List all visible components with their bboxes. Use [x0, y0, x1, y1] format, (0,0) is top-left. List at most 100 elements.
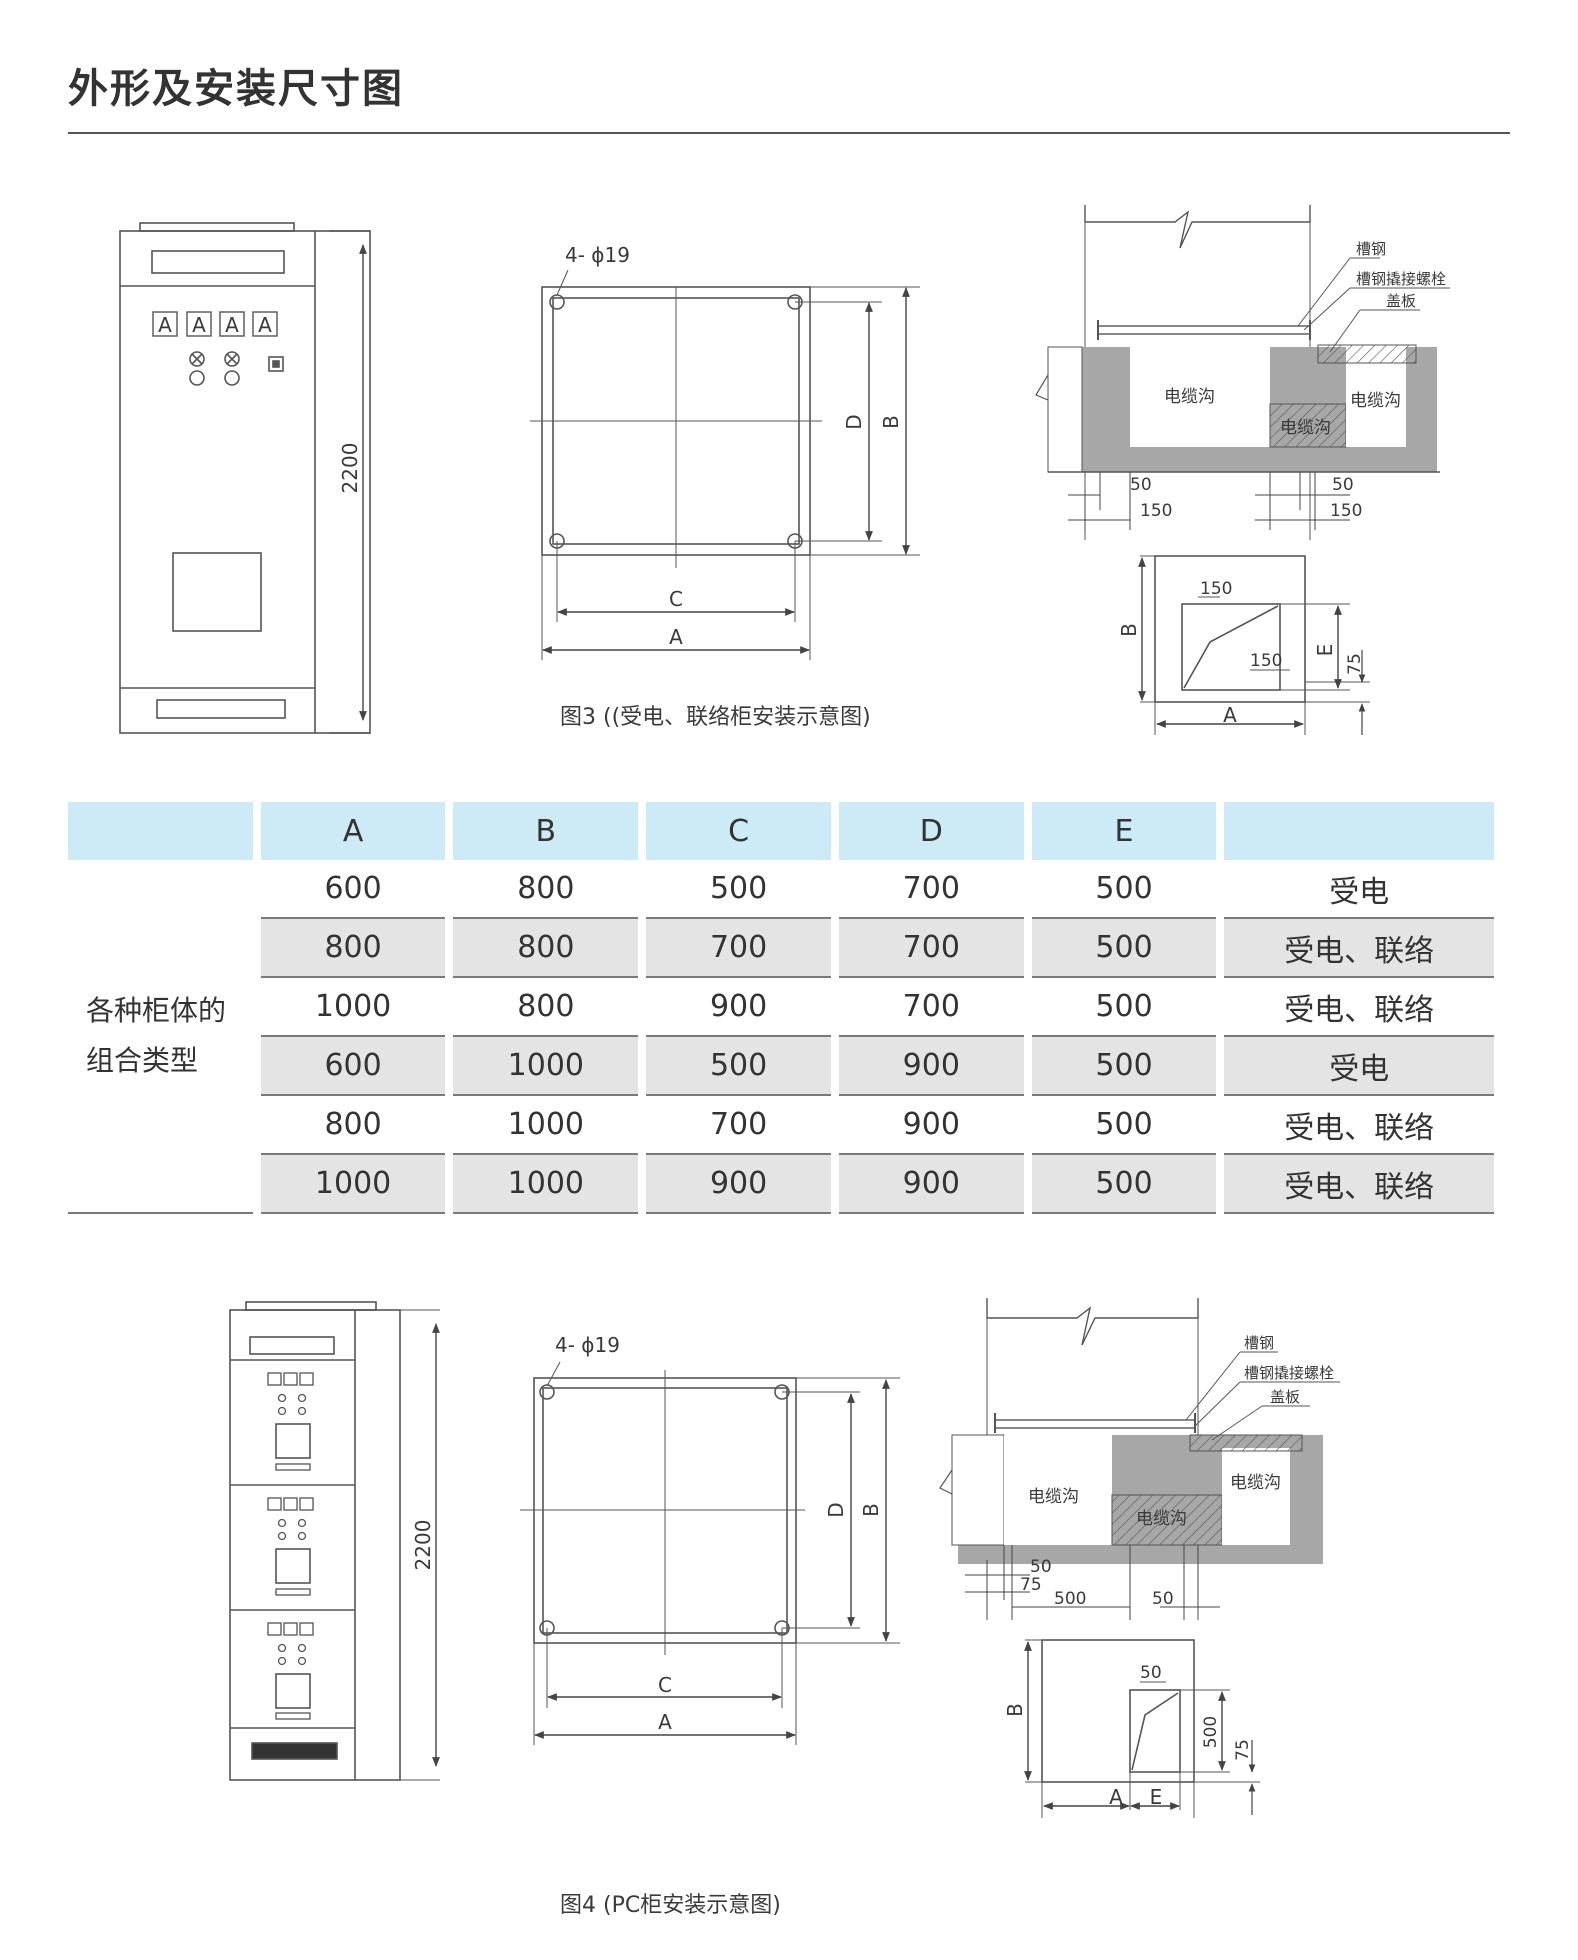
table-cell: 600: [260, 1037, 446, 1096]
opening-dim: 150: [1200, 579, 1232, 599]
pc-dim-d-label: D: [824, 1502, 848, 1517]
meter-label: A: [158, 313, 172, 337]
trench-section: [1035, 205, 1450, 540]
table-cell: 受电、联络: [1224, 1096, 1494, 1155]
table-cell: 500: [1031, 1037, 1217, 1096]
table-cell: 800: [260, 919, 446, 978]
height-label: 2200: [338, 443, 362, 494]
opening-dim: 150: [1250, 651, 1282, 671]
base-plan: [530, 269, 920, 660]
opening-b-label: B: [1117, 623, 1141, 637]
opening-dim: 75: [1345, 653, 1365, 675]
table-cell: 500: [1031, 978, 1217, 1037]
table-cell: 700: [838, 919, 1024, 978]
table-cell: 700: [646, 1096, 831, 1155]
table-cell: 受电: [1224, 1037, 1494, 1096]
pc-opening-dim: 50: [1140, 1663, 1162, 1683]
dim-c-label: C: [669, 587, 683, 611]
meter-label: A: [225, 313, 239, 337]
table-cell: 受电: [1224, 860, 1494, 919]
table-cell: 800: [453, 978, 639, 1037]
pc-label-cable-trench: 电缆沟: [1230, 1473, 1281, 1493]
table-cell: 1000: [260, 978, 446, 1037]
pc-trench-dim: 50: [1030, 1557, 1052, 1577]
pc-dim-b-label: B: [859, 1503, 883, 1517]
table-cell: 500: [1031, 1155, 1217, 1214]
inspection-window: [172, 552, 262, 632]
table-cell: 900: [838, 1155, 1024, 1214]
pc-label-cover-plate: 盖板: [1270, 1388, 1300, 1406]
label-cable-trench: 电缆沟: [1280, 418, 1331, 438]
meter-label: A: [258, 313, 272, 337]
table-cell: 受电、联络: [1224, 978, 1494, 1037]
pc-trench-section: [939, 1298, 1340, 1620]
pc-label-channel-steel: 槽钢: [1244, 1334, 1274, 1352]
table-cell: 1000: [453, 1096, 639, 1155]
table-cell: 1000: [453, 1155, 639, 1214]
table-cell: 700: [646, 919, 831, 978]
table-header-row: A B C D E: [68, 802, 1494, 860]
table-cell: 900: [646, 978, 831, 1037]
table-cell: 600: [260, 860, 446, 919]
table-cell: 900: [838, 1096, 1024, 1155]
holes-label: 4- ϕ19: [565, 243, 630, 267]
pc-base-plan: [520, 1361, 900, 1745]
trench-dim: 50: [1130, 475, 1152, 495]
dim-a-label: A: [669, 625, 683, 649]
table-cell: 800: [453, 860, 639, 919]
table-header-cell: [1224, 802, 1494, 860]
label-channel-bolt: 槽钢撬接螺栓: [1356, 270, 1446, 288]
dim-d-label: D: [842, 414, 866, 429]
table-cell: 800: [260, 1096, 446, 1155]
pc-trench-dim: 75: [1020, 1575, 1042, 1595]
table-cell: 500: [646, 1037, 831, 1096]
trench-dim: 150: [1140, 501, 1172, 521]
page-title: 外形及安装尺寸图: [68, 66, 404, 112]
table-cell: 受电、联络: [1224, 1155, 1494, 1214]
table-row: 800 1000 700 900 500 受电、联络: [68, 1096, 1494, 1155]
dim-b-label: B: [879, 415, 903, 429]
figure-3: A A A A 2200 4- ϕ19 C A D B 图3 ((受电、联络柜安…: [119, 205, 1450, 735]
title-divider: [68, 132, 1510, 134]
pc-trench-dim: 500: [1054, 1589, 1086, 1609]
dimension-table: A B C D E 各种柜体的 组合类型 600 800 500 700 500…: [60, 802, 1502, 1214]
meter-label: A: [192, 313, 206, 337]
pc-opening-e-label: E: [1150, 1785, 1163, 1809]
pc-label-cable-trench: 电缆沟: [1136, 1509, 1187, 1529]
label-cover-plate: 盖板: [1386, 292, 1416, 310]
table-cell: 900: [838, 1037, 1024, 1096]
group-label-line: 组合类型: [86, 1044, 199, 1077]
pc-opening-dim: 75: [1233, 1739, 1253, 1761]
table-cell: 500: [646, 860, 831, 919]
group-label-line: 各种柜体的: [86, 994, 227, 1027]
pc-opening-b-label: B: [1003, 1703, 1027, 1717]
cabinet-front-view: [119, 222, 371, 734]
figure-3-caption: 图3 ((受电、联络柜安装示意图): [560, 705, 871, 730]
table-header-cell: D: [838, 802, 1024, 860]
group-label-cell: 各种柜体的 组合类型: [68, 860, 253, 1214]
table-cell: 900: [646, 1155, 831, 1214]
opening-e-label: E: [1313, 644, 1337, 657]
pc-trench-dim: 50: [1152, 1589, 1174, 1609]
table-row: 800 800 700 700 500 受电、联络: [68, 919, 1494, 978]
label-cable-trench: 电缆沟: [1350, 391, 1401, 411]
table-cell: 1000: [260, 1155, 446, 1214]
pc-label-cable-trench: 电缆沟: [1028, 1487, 1079, 1507]
pc-dim-a-label: A: [658, 1710, 672, 1734]
table-header-cell: [68, 802, 253, 860]
table-row: 各种柜体的 组合类型 600 800 500 700 500 受电: [68, 860, 1494, 1214]
pc-holes-label: 4- ϕ19: [555, 1333, 620, 1357]
table-cell: 1000: [453, 1037, 639, 1096]
table-cell: 500: [1031, 919, 1217, 978]
table-row: 1000 1000 900 900 500 受电、联络: [68, 1155, 1494, 1214]
table-header-cell: E: [1031, 802, 1217, 860]
table-header-cell: C: [646, 802, 831, 860]
table-cell: 500: [1031, 860, 1217, 919]
trench-dim: 50: [1332, 475, 1354, 495]
table-cell: 800: [453, 919, 639, 978]
figure-4: 2200 4- ϕ19 C A D B 图4 (PC柜安装示意图): [229, 1298, 1340, 1918]
figure-4-caption: 图4 (PC柜安装示意图): [560, 1893, 781, 1918]
mount-hole-icon: [549, 294, 565, 310]
pc-dim-c-label: C: [658, 1673, 672, 1697]
pc-cabinet-front-view: [229, 1301, 440, 1781]
